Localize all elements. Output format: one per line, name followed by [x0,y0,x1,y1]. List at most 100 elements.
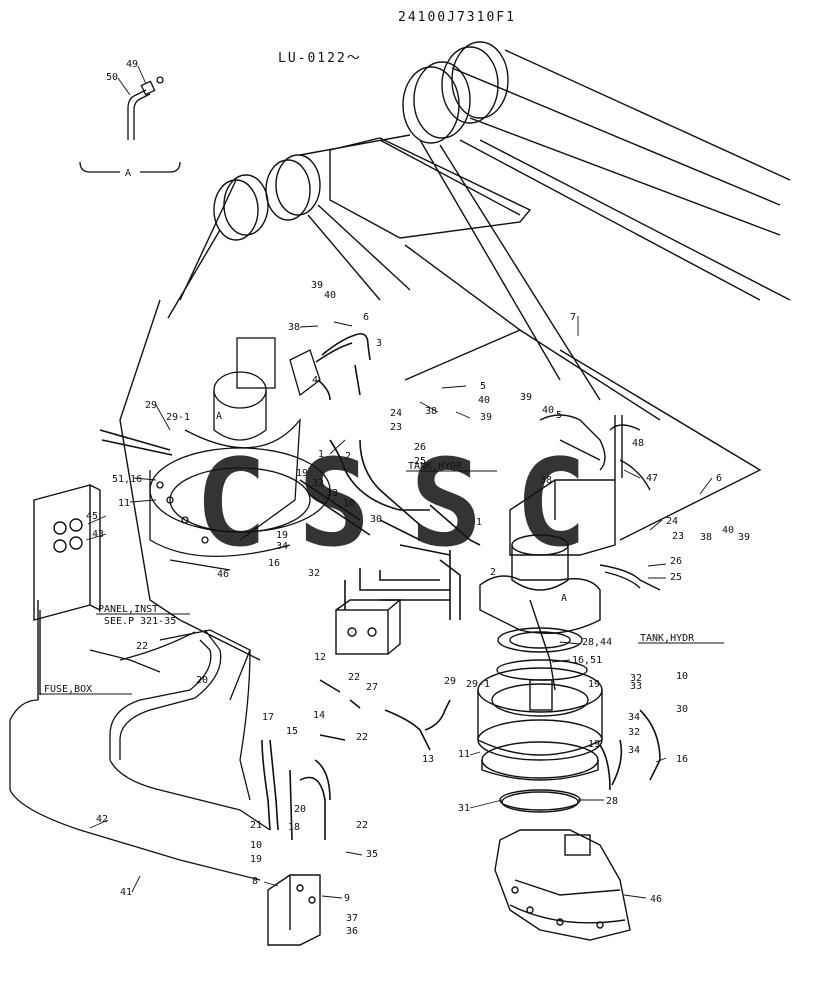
part-number: 41 [120,887,132,898]
part-number: 27 [366,682,378,693]
part-number-callouts: 49 50 39 40 6 38 3 4 5 38 40 39 24 23 1 … [86,59,750,937]
detail-a-fitting [79,76,181,173]
part-number: 12 [314,652,326,663]
part-number: 4 [312,375,318,386]
part-number: 40 [478,395,490,406]
part-number: 10 [676,671,688,682]
part-number: 22 [136,641,148,652]
part-number: 26 [414,442,426,453]
part-number: 46 [650,894,662,905]
part-number: 3 [376,338,382,349]
part-number: 16 [268,558,280,569]
panel-inst-label: PANEL,INST [98,604,158,615]
serial-range: LU-0122～ [278,51,362,66]
boom-arm-linework [119,41,791,661]
part-number: 38 [700,532,712,543]
part-number: 16 [676,754,688,765]
part-number: 47 [646,473,658,484]
part-number: 29 [145,400,157,411]
wire-harness [9,629,271,881]
watermark-letter: C [195,435,267,574]
part-number: 11 [458,749,470,760]
part-number: 6 [363,312,369,323]
watermark-letter: S [298,435,370,574]
part-number: 51,16 [112,474,142,485]
part-number: 5 [480,381,486,392]
part-number: 28,44 [582,637,612,648]
part-number: 16,51 [572,655,602,666]
part-number: 19 [296,468,308,479]
part-number: 40 [722,525,734,536]
part-number: 20 [294,804,306,815]
part-number: 39 [480,412,492,423]
part-number: 1 [476,517,482,528]
instrument-panel [33,484,101,700]
watermark-letter: S [410,435,482,574]
part-number: 38 [540,475,552,486]
part-number: 29 [444,676,456,687]
part-number: 10 [250,840,262,851]
lower-swing-motor [477,659,631,941]
part-number: 34 [276,541,288,552]
part-number: 32 [312,478,324,489]
lower-hoses [261,679,661,841]
part-number: 34 [628,745,640,756]
part-number: 36 [346,926,358,937]
part-number: 2 [490,567,496,578]
control-valve-block [335,599,402,655]
o-ring-seals [501,631,579,813]
part-number: 48 [632,438,644,449]
part-number: 24 [390,408,402,419]
part-number: 33 [326,488,338,499]
upper-motor-assembly [149,337,331,571]
part-number: 42 [96,814,108,825]
part-number: 32 [630,673,642,684]
part-number: 17 [262,712,274,723]
watermark-letter: C [515,435,587,574]
part-number: 35 [366,849,378,860]
part-number: 50 [106,72,118,83]
part-number: 14 [313,710,325,721]
part-number: 19 [588,739,600,750]
part-number: 10 [343,498,355,509]
part-number: 40 [542,405,554,416]
detail-a-label: A [125,168,131,179]
part-number: 28 [606,796,618,807]
part-number: 8 [252,876,258,887]
part-number: 29-1 [466,679,490,690]
part-number: 38 [425,406,437,417]
drawing-number: 24100J7310F1 [398,10,516,25]
part-number: 39 [311,280,323,291]
part-number: 34 [628,712,640,723]
part-number: 19 [250,854,262,865]
part-number: 13 [422,754,434,765]
part-number: 39 [520,392,532,403]
part-number: 15 [286,726,298,737]
part-number: 29-1 [166,412,190,423]
part-number: 25 [414,456,426,467]
label-underlines [40,470,724,695]
part-number: 49 [126,59,138,70]
part-number: 30 [676,704,688,715]
part-number: 7 [570,312,576,323]
part-number: 11 [118,498,130,509]
detail-a-marker-lower: A [561,593,567,604]
callout-labels: A A A TANK,HYDR TANK,HYDR PANEL,INST SEE… [44,168,695,695]
panel-see-ref: SEE.P 321-35 [104,616,176,627]
part-number: 45 [86,511,98,522]
part-number: 22 [348,672,360,683]
part-number: 30 [370,514,382,525]
part-number: 40 [324,290,336,301]
part-number: 26 [670,556,682,567]
part-number: 25 [670,572,682,583]
part-number: 2 [345,451,351,462]
part-number: 38 [288,322,300,333]
tank-hydr-label-lower: TANK,HYDR [640,633,695,644]
tank-hydr-label-upper: TANK,HYDR [408,461,463,472]
part-number: 9 [344,893,350,904]
leader-lines [85,65,713,899]
watermark: C S S C [195,435,587,574]
part-number: 33 [630,681,642,692]
part-number: 22 [356,820,368,831]
part-number: 18 [288,822,300,833]
